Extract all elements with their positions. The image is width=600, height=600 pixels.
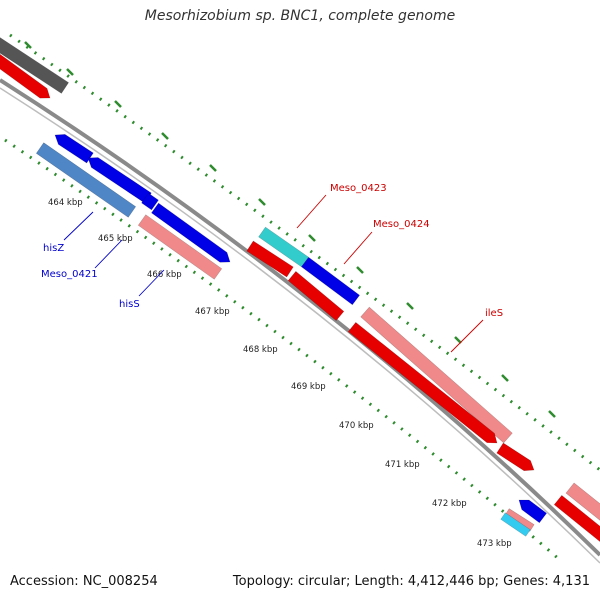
kbp-tick-label: 468 kbp (243, 345, 278, 355)
kbp-tick-label: 464 kbp (48, 198, 83, 208)
map-title: Mesorhizobium sp. BNC1, complete genome (144, 8, 456, 24)
gene-red-m2 (287, 271, 345, 321)
gene-red-edge (553, 494, 600, 548)
gene-red-ileS-a (347, 321, 498, 444)
backbone-track (0, 78, 600, 557)
kbp-tick-label: 467 kbp (195, 307, 230, 317)
callout-leader-line (450, 319, 484, 353)
tick-mark (308, 234, 316, 242)
gene-label[interactable]: hisS (119, 299, 140, 310)
gene-red-top (0, 52, 51, 99)
kbp-tick-label: 473 kbp (477, 539, 512, 549)
gene-blue-br (518, 499, 547, 524)
genome-backbone (0, 78, 600, 564)
gene-label[interactable]: Meso_0423 (330, 183, 387, 194)
tick-mark (209, 164, 217, 172)
tick-mark (258, 198, 266, 206)
dotted-guide-lines (4, 33, 600, 562)
gene-blue-0424 (301, 256, 360, 306)
tick-mark (454, 336, 462, 344)
kbp-tick-label: 465 kbp (98, 234, 133, 244)
gene-gray (0, 36, 69, 94)
tick-mark (24, 41, 32, 49)
gene-steel-hisZ (35, 142, 137, 218)
gene-sky-br (500, 512, 531, 537)
kbp-tick-label: 466 kbp (147, 270, 182, 280)
gene-label[interactable]: ileS (485, 308, 503, 319)
callout-leader-line (94, 239, 123, 269)
gene-blue-c (141, 192, 159, 211)
gene-red-ileS-b (496, 442, 535, 471)
kbp-tick-label: 469 kbp (291, 382, 326, 392)
backbone-shadow (0, 87, 600, 564)
callout-leader-line (138, 269, 165, 297)
callout-leader-line (343, 231, 373, 265)
tick-mark (66, 68, 74, 76)
inner-dotted-line (4, 138, 561, 562)
gene-label[interactable]: Meso_0421 (41, 269, 98, 280)
kbp-tick-label: 472 kbp (432, 499, 467, 509)
gene-red-m1 (246, 240, 294, 278)
tick-mark (548, 410, 556, 418)
genome-stats-label: Topology: circular; Length: 4,412,446 bp… (232, 574, 590, 589)
kbp-tick-label: 470 kbp (339, 421, 374, 431)
tick-mark (114, 100, 122, 108)
gene-pink-hisS (137, 214, 223, 280)
tick-mark (406, 302, 414, 310)
gene-features (0, 36, 600, 548)
kbp-tick-label: 471 kbp (385, 460, 420, 470)
gene-blue-a (54, 134, 94, 164)
tick-mark (161, 132, 169, 140)
gene-pink-edge (565, 482, 600, 526)
accession-label: Accession: NC_008254 (10, 574, 158, 589)
callout-leader-line (296, 194, 327, 229)
gene-blue-d (151, 202, 231, 263)
gene-label[interactable]: hisZ (43, 243, 64, 254)
tick-mark (356, 266, 364, 274)
gene-pink-ileS (360, 306, 513, 444)
gene-pink-br (504, 508, 535, 532)
tick-mark (501, 374, 509, 382)
gene-blue-b (87, 157, 152, 204)
gene-label[interactable]: Meso_0424 (373, 219, 430, 230)
kbp-tick-labels: 464 kbp 465 kbp 466 kbp 467 kbp 468 kbp 469 k… (48, 198, 512, 549)
outer-dotted-line (9, 33, 600, 472)
callout-leader-line (63, 211, 94, 241)
